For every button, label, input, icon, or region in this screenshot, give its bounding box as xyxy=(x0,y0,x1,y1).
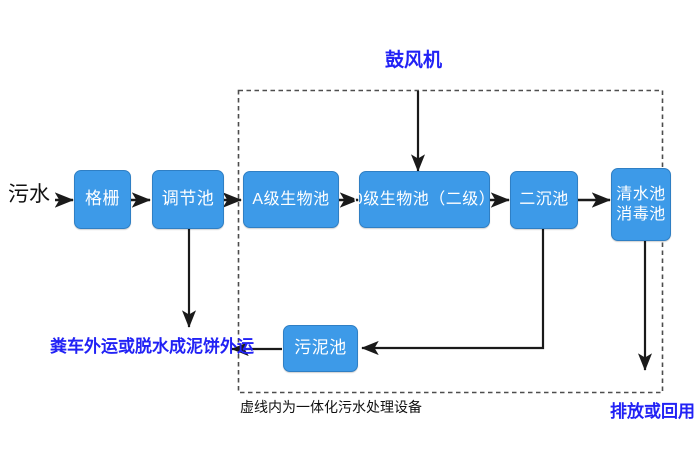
node-sludge-tank[interactable]: 污泥池 xyxy=(283,325,358,372)
label-outlet: 排放或回用 xyxy=(610,402,695,421)
label-blower: 鼓风机 xyxy=(385,50,443,71)
label-sludge-disposal: 粪车外运或脱水成泥饼外运 xyxy=(50,337,254,356)
node-o-bio-label: 0级生物池（二级） xyxy=(353,190,496,208)
node-regulate-label: 调节池 xyxy=(161,189,215,209)
node-grille[interactable]: 格栅 xyxy=(74,170,131,229)
node-clearwater-disinfection[interactable]: 清水池 消毒池 xyxy=(611,168,671,241)
node-clearwater-label: 清水池 xyxy=(616,185,666,203)
node-o-bio[interactable]: 0级生物池（二级） xyxy=(354,171,495,228)
integrated-equipment-boundary xyxy=(237,89,664,394)
node-sludge-label: 污泥池 xyxy=(294,338,347,358)
node-grille-label: 格栅 xyxy=(85,189,120,209)
node-secondary-sedimentation[interactable]: 二沉池 xyxy=(510,171,578,229)
node-a-bio-label: A级生物池 xyxy=(252,190,330,208)
label-caption: 虚线内为一体化污水处理设备 xyxy=(240,399,422,415)
node-regulate[interactable]: 调节池 xyxy=(152,170,224,229)
node-disinfection-label: 消毒池 xyxy=(616,205,666,223)
label-inlet: 污水 xyxy=(8,183,50,206)
node-secondary-label: 二沉池 xyxy=(519,191,569,209)
node-a-bio[interactable]: A级生物池 xyxy=(243,171,339,228)
arrow-secondary-to-sludge xyxy=(361,229,545,356)
